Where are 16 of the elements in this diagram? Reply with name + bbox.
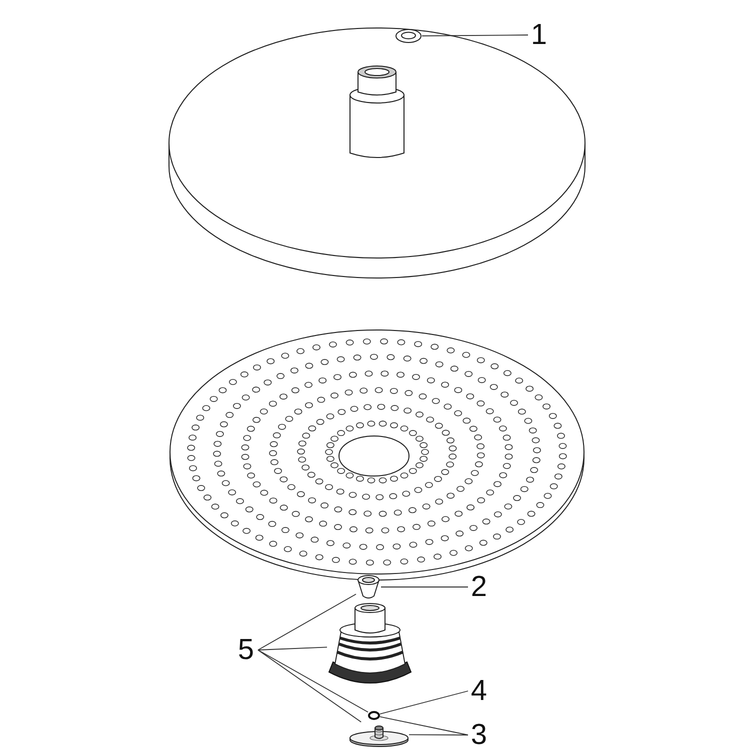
leader-line (258, 594, 356, 650)
leader-line (258, 646, 328, 650)
leader-line (422, 34, 528, 36)
leader-line (380, 690, 468, 714)
callout-number: 2 (470, 572, 488, 602)
callout-number: 5 (238, 636, 254, 664)
leader-line (408, 734, 468, 736)
leader-line (380, 716, 468, 736)
callout-number: 3 (470, 720, 488, 750)
callout-number: 4 (470, 676, 488, 706)
washer-drawing (395, 28, 422, 44)
callout-number: 1 (530, 20, 548, 50)
leader-line (380, 586, 468, 588)
leader-line (258, 650, 362, 722)
cap-drawing (356, 574, 381, 600)
leader-line (258, 650, 368, 713)
